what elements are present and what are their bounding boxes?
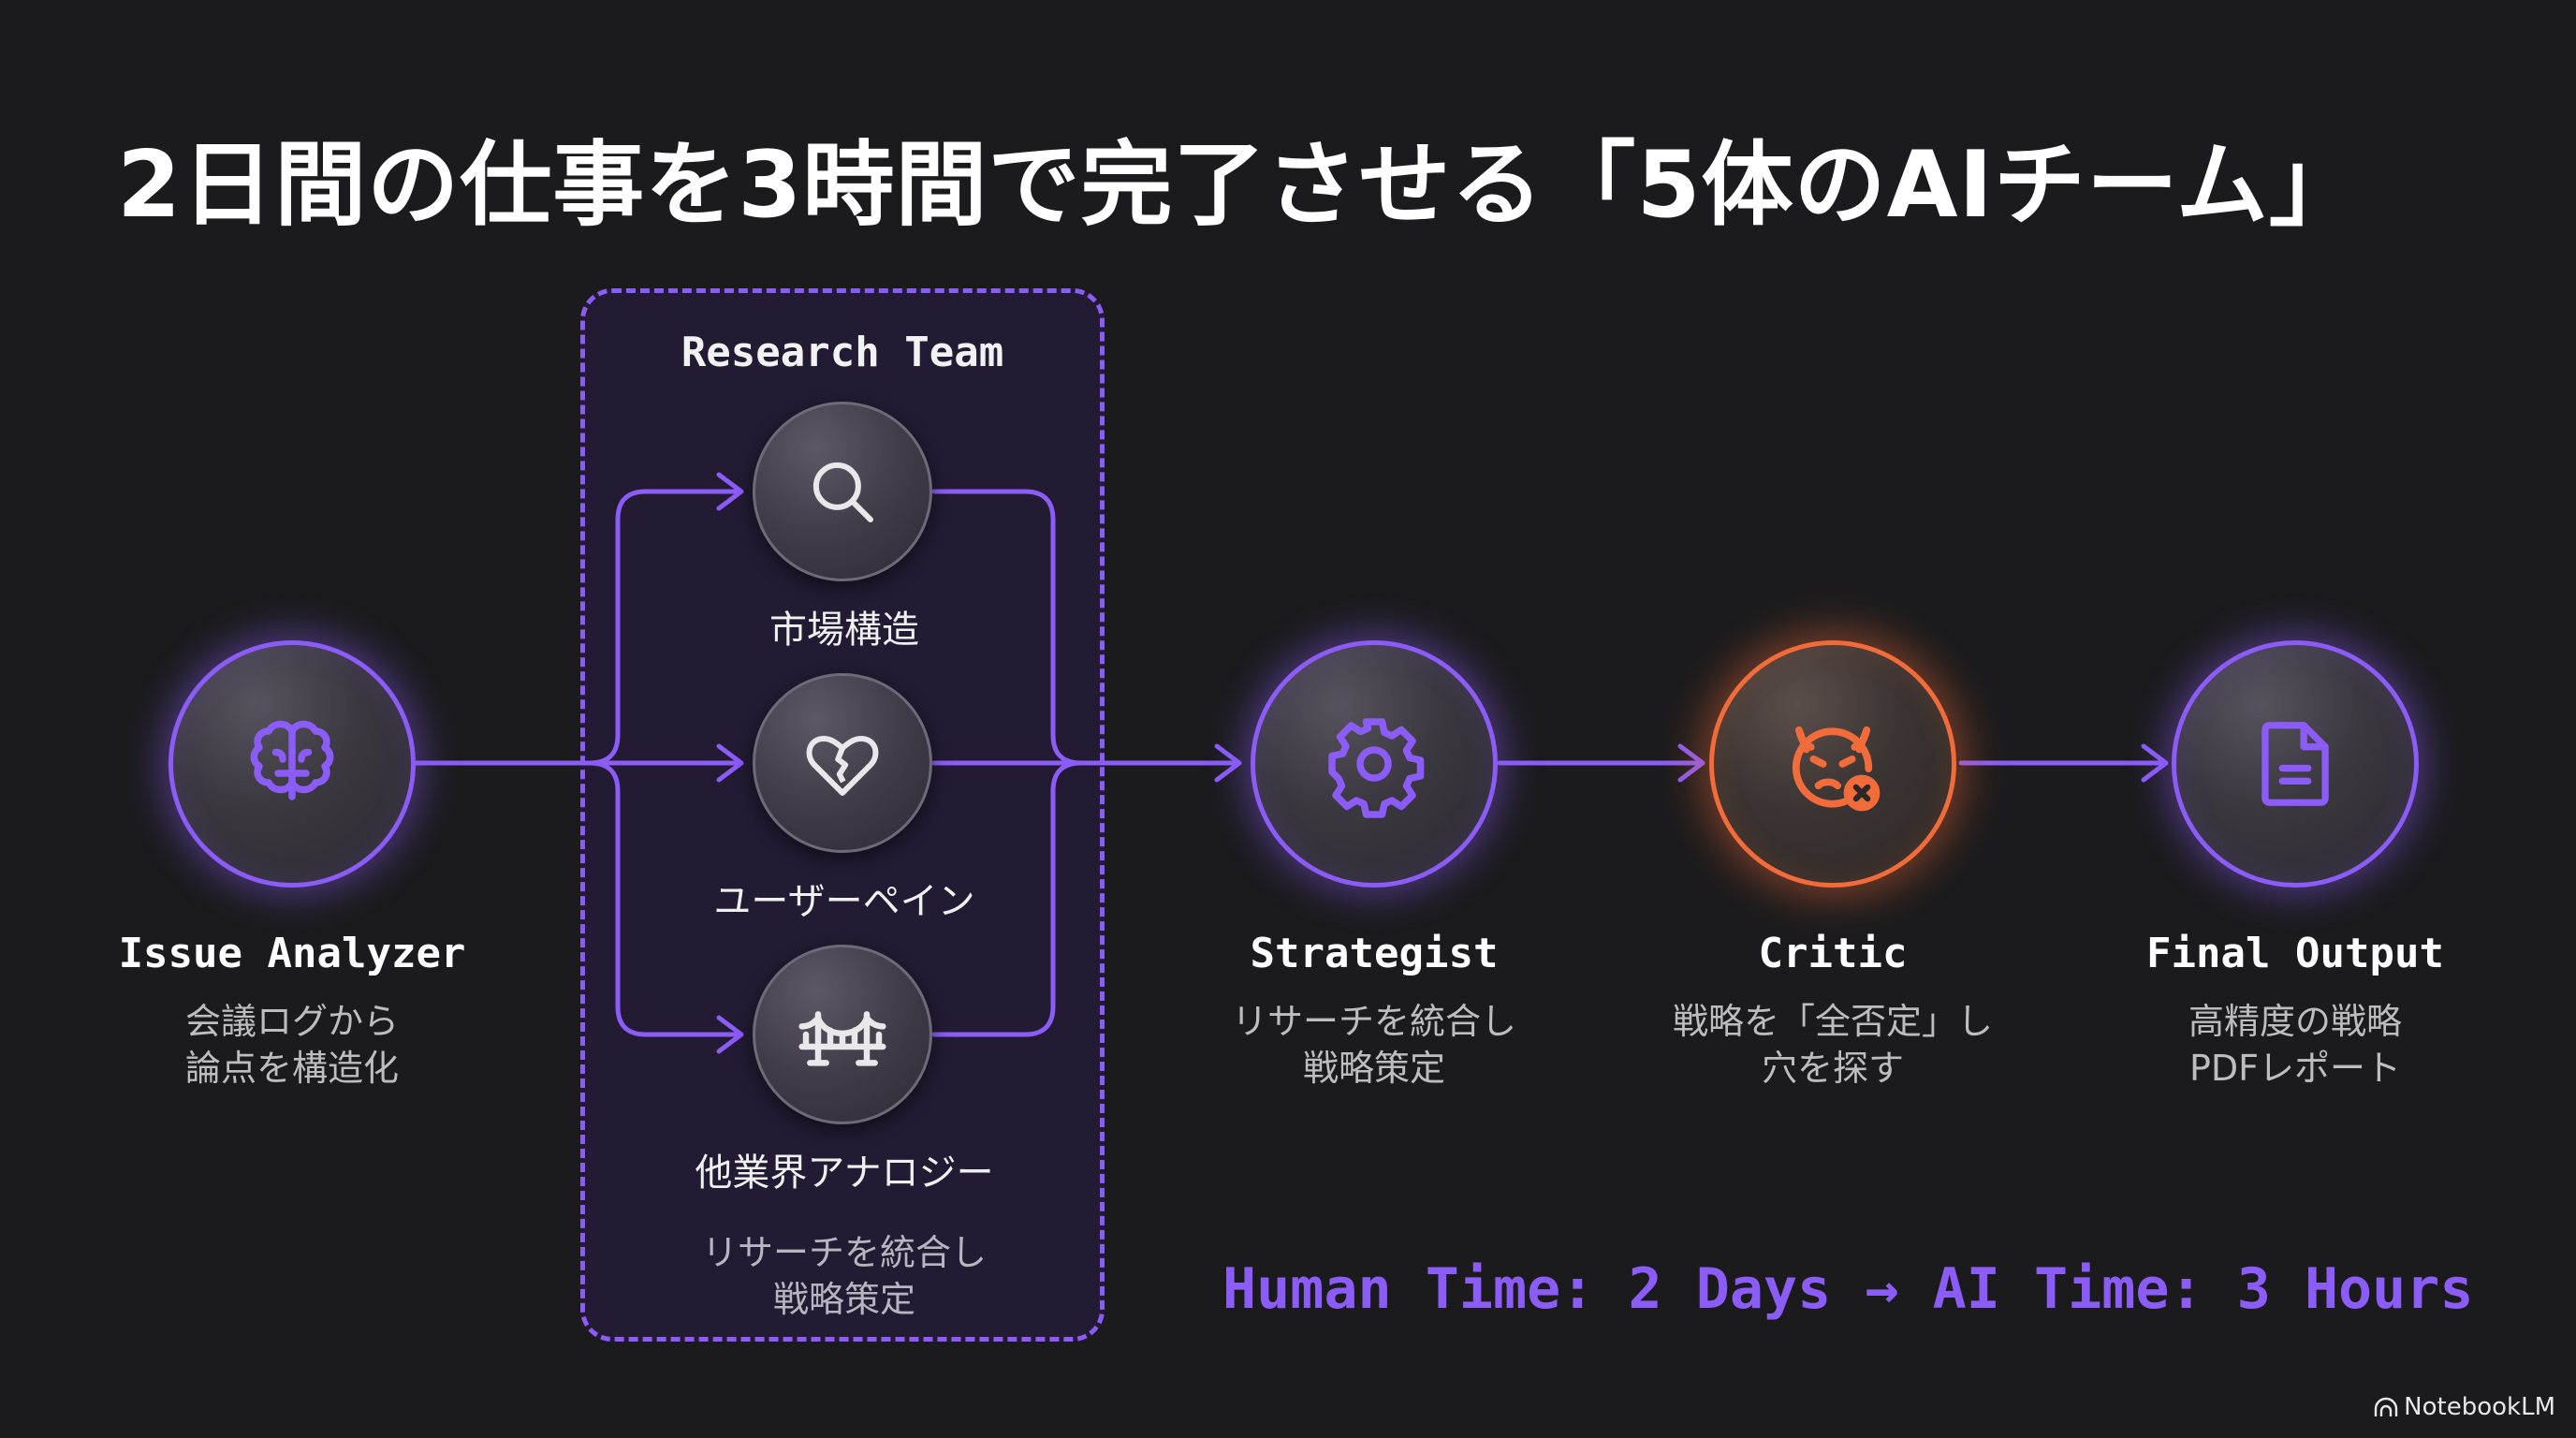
market-structure-label: 市場構造 <box>769 609 919 652</box>
issue-analyzer-desc-line1: 会議ログから <box>184 1001 399 1042</box>
strategist-name: Strategist <box>1250 930 1499 977</box>
document-icon <box>2261 722 2329 806</box>
critic-name: Critic <box>1758 930 1908 977</box>
industry-analogy-node <box>753 945 932 1124</box>
broken-heart-icon <box>806 736 879 796</box>
user-pain-label: ユーザーペイン <box>713 880 975 923</box>
time-comparison: Human Time: 2 Days → AI Time: 3 Hours <box>1222 1256 2474 1322</box>
issue-analyzer-name: Issue Analyzer <box>118 930 466 977</box>
critic-desc-line1: 戦略を「全否定」し <box>1672 1001 1993 1042</box>
gear-icon <box>1328 718 1425 818</box>
notebooklm-watermark: NotebookLM <box>2374 1393 2555 1421</box>
issue-analyzer-node <box>168 640 416 888</box>
research-team-desc-line2: 戦略策定 <box>772 1279 915 1320</box>
devil-face-x-icon <box>1792 726 1881 812</box>
research-team-desc-line1: リサーチを統合し <box>701 1232 987 1273</box>
notebooklm-logo-icon <box>2374 1397 2398 1416</box>
final-output-name: Final Output <box>2146 930 2444 977</box>
user-pain-node <box>753 673 932 853</box>
industry-analogy-label: 他業界アナロジー <box>695 1152 994 1195</box>
strategist-desc: リサーチを統合し 戦略策定 <box>1140 998 1608 1092</box>
strategist-desc-line2: 戦略策定 <box>1302 1048 1445 1089</box>
brand-label: NotebookLM <box>2404 1393 2555 1421</box>
brain-icon <box>250 720 334 800</box>
bridge-icon <box>798 1011 886 1066</box>
research-team-desc: リサーチを統合し 戦略策定 <box>582 1229 1106 1323</box>
market-structure-node <box>753 402 932 581</box>
search-icon <box>812 462 873 522</box>
final-output-desc-line2: PDFレポート <box>2188 1048 2402 1089</box>
issue-analyzer-desc-line2: 論点を構造化 <box>184 1048 399 1089</box>
research-team-title: Research Team <box>681 329 1004 376</box>
issue-analyzer-desc: 会議ログから 論点を構造化 <box>58 998 526 1092</box>
strategist-desc-line1: リサーチを統合し <box>1231 1001 1516 1042</box>
final-output-desc-line1: 高精度の戦略 <box>2188 1001 2402 1042</box>
critic-desc-line2: 穴を探す <box>1761 1048 1904 1089</box>
critic-desc: 戦略を「全否定」し 穴を探す <box>1599 998 2067 1092</box>
strategist-node <box>1251 640 1498 888</box>
critic-node <box>1709 640 1956 888</box>
final-output-node <box>2172 640 2419 888</box>
final-output-desc: 高精度の戦略 PDFレポート <box>2061 998 2529 1092</box>
page-title: 2日間の仕事を3時間で完了させる「5体のAIチーム」 <box>117 132 2362 239</box>
